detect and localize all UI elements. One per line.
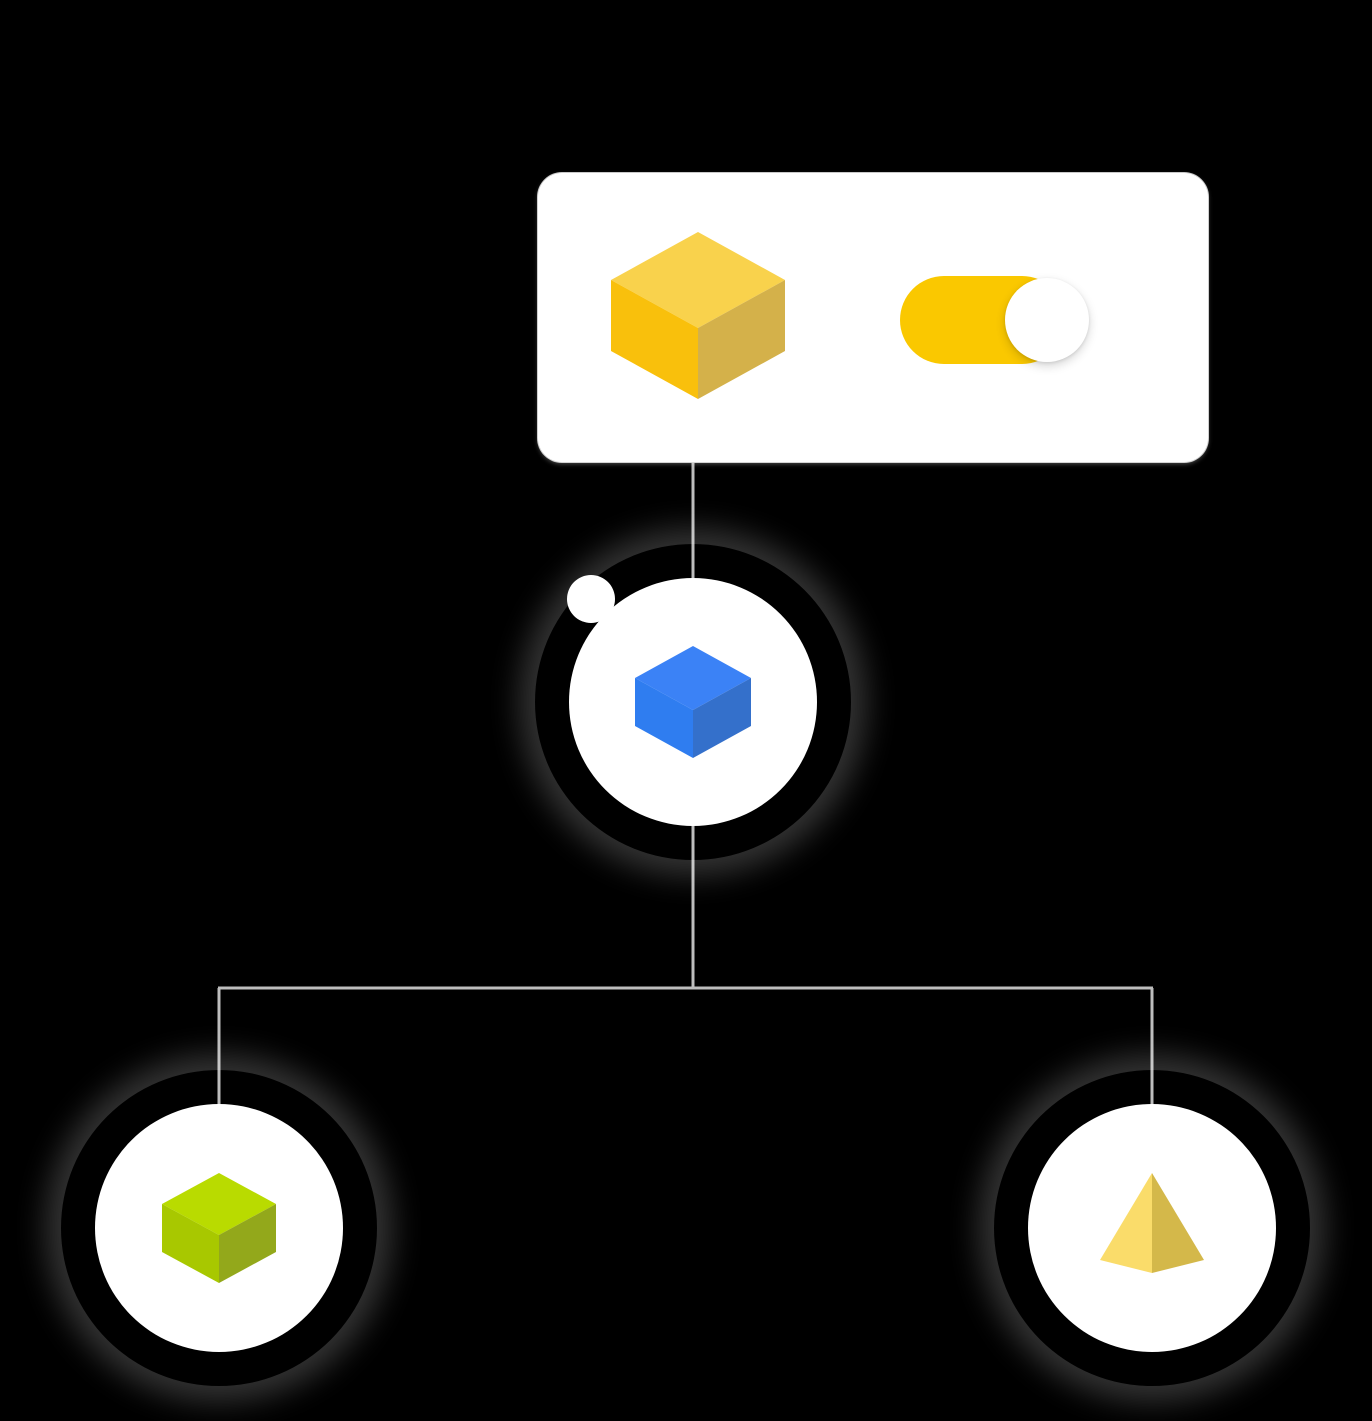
settings-card[interactable] [538,173,1208,462]
yellow-cube-icon [608,228,788,403]
node-badge [567,575,615,623]
blue-cube-icon [633,643,753,761]
green-cube-node[interactable] [95,1104,343,1352]
blue-cube-node[interactable] [569,578,817,826]
toggle-knob[interactable] [1005,278,1089,362]
pyramid-node[interactable] [1028,1104,1276,1352]
feature-toggle[interactable] [900,276,1089,364]
yellow-pyramid-icon [1093,1170,1211,1286]
green-cube-icon [160,1170,278,1286]
